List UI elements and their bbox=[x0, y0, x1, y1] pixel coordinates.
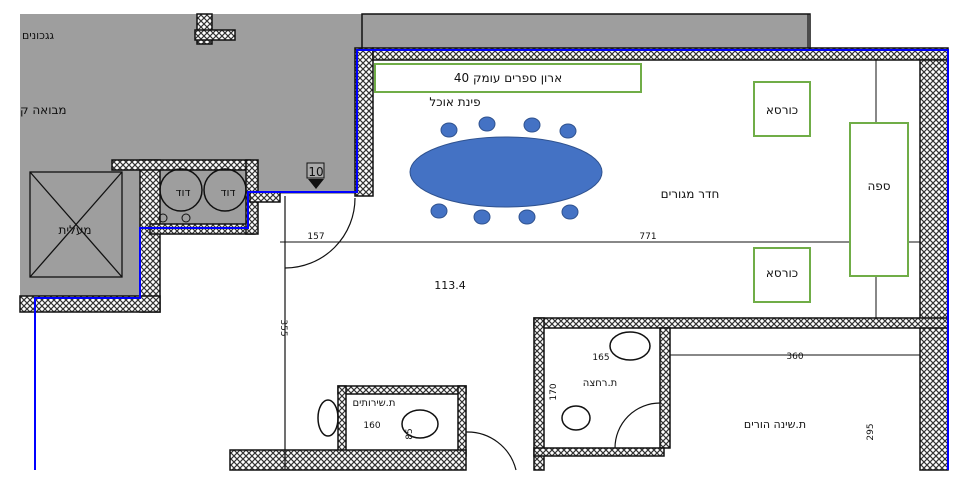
armchair-2 bbox=[753, 247, 811, 303]
living-room-label: חדר מגורים bbox=[661, 187, 720, 201]
dim-165: 165 bbox=[592, 353, 609, 363]
armchair-1-label: כורסא bbox=[766, 103, 798, 117]
bookshelf-box bbox=[374, 63, 642, 93]
boiler-1-label: דוד bbox=[175, 186, 190, 199]
bookshelf-label: ארון ספרים עומק 40 bbox=[454, 71, 562, 85]
dim-170: 170 bbox=[549, 383, 559, 400]
armchair-2-label: כורסא bbox=[766, 266, 798, 280]
sofa-label: ספה bbox=[867, 179, 890, 193]
sink-icon bbox=[609, 331, 651, 361]
area-value: 113.4 bbox=[434, 279, 466, 292]
boiler-2-label: דוד bbox=[220, 186, 235, 199]
dim-157: 157 bbox=[307, 232, 324, 242]
lobby-label: מבואה ק bbox=[20, 103, 67, 117]
common-area bbox=[20, 14, 807, 304]
toilet-icon bbox=[561, 405, 591, 431]
sink-icon-2 bbox=[317, 399, 339, 437]
elevator-label: מעלית bbox=[58, 223, 91, 237]
dimension-lines bbox=[280, 241, 920, 356]
apartment-boundary bbox=[34, 49, 949, 470]
elevator-shaft bbox=[29, 171, 123, 278]
dim-355: 355 bbox=[278, 319, 288, 336]
top-left-label: גגכונים bbox=[22, 29, 55, 42]
sofa bbox=[849, 122, 909, 277]
dim-771: 771 bbox=[639, 232, 656, 242]
section-marker: 10 bbox=[306, 162, 325, 189]
dining-table bbox=[409, 116, 603, 225]
dim-85: 85 bbox=[405, 428, 415, 439]
dining-label: פינת אוכל bbox=[429, 95, 480, 109]
bathroom-label: ת.רחצה bbox=[583, 378, 617, 389]
boiler-2 bbox=[203, 168, 247, 212]
armchair-1 bbox=[753, 81, 811, 137]
master-bedroom-label: ת.שינה הורים bbox=[744, 418, 806, 431]
boiler-1 bbox=[159, 168, 203, 212]
toilet-icon-2 bbox=[401, 409, 439, 439]
dim-295: 295 bbox=[866, 423, 876, 440]
toilet-label: ת.שירותים bbox=[353, 398, 396, 409]
dim-160: 160 bbox=[363, 421, 380, 431]
dim-360: 360 bbox=[786, 352, 803, 362]
svg-text:10: 10 bbox=[308, 165, 323, 179]
